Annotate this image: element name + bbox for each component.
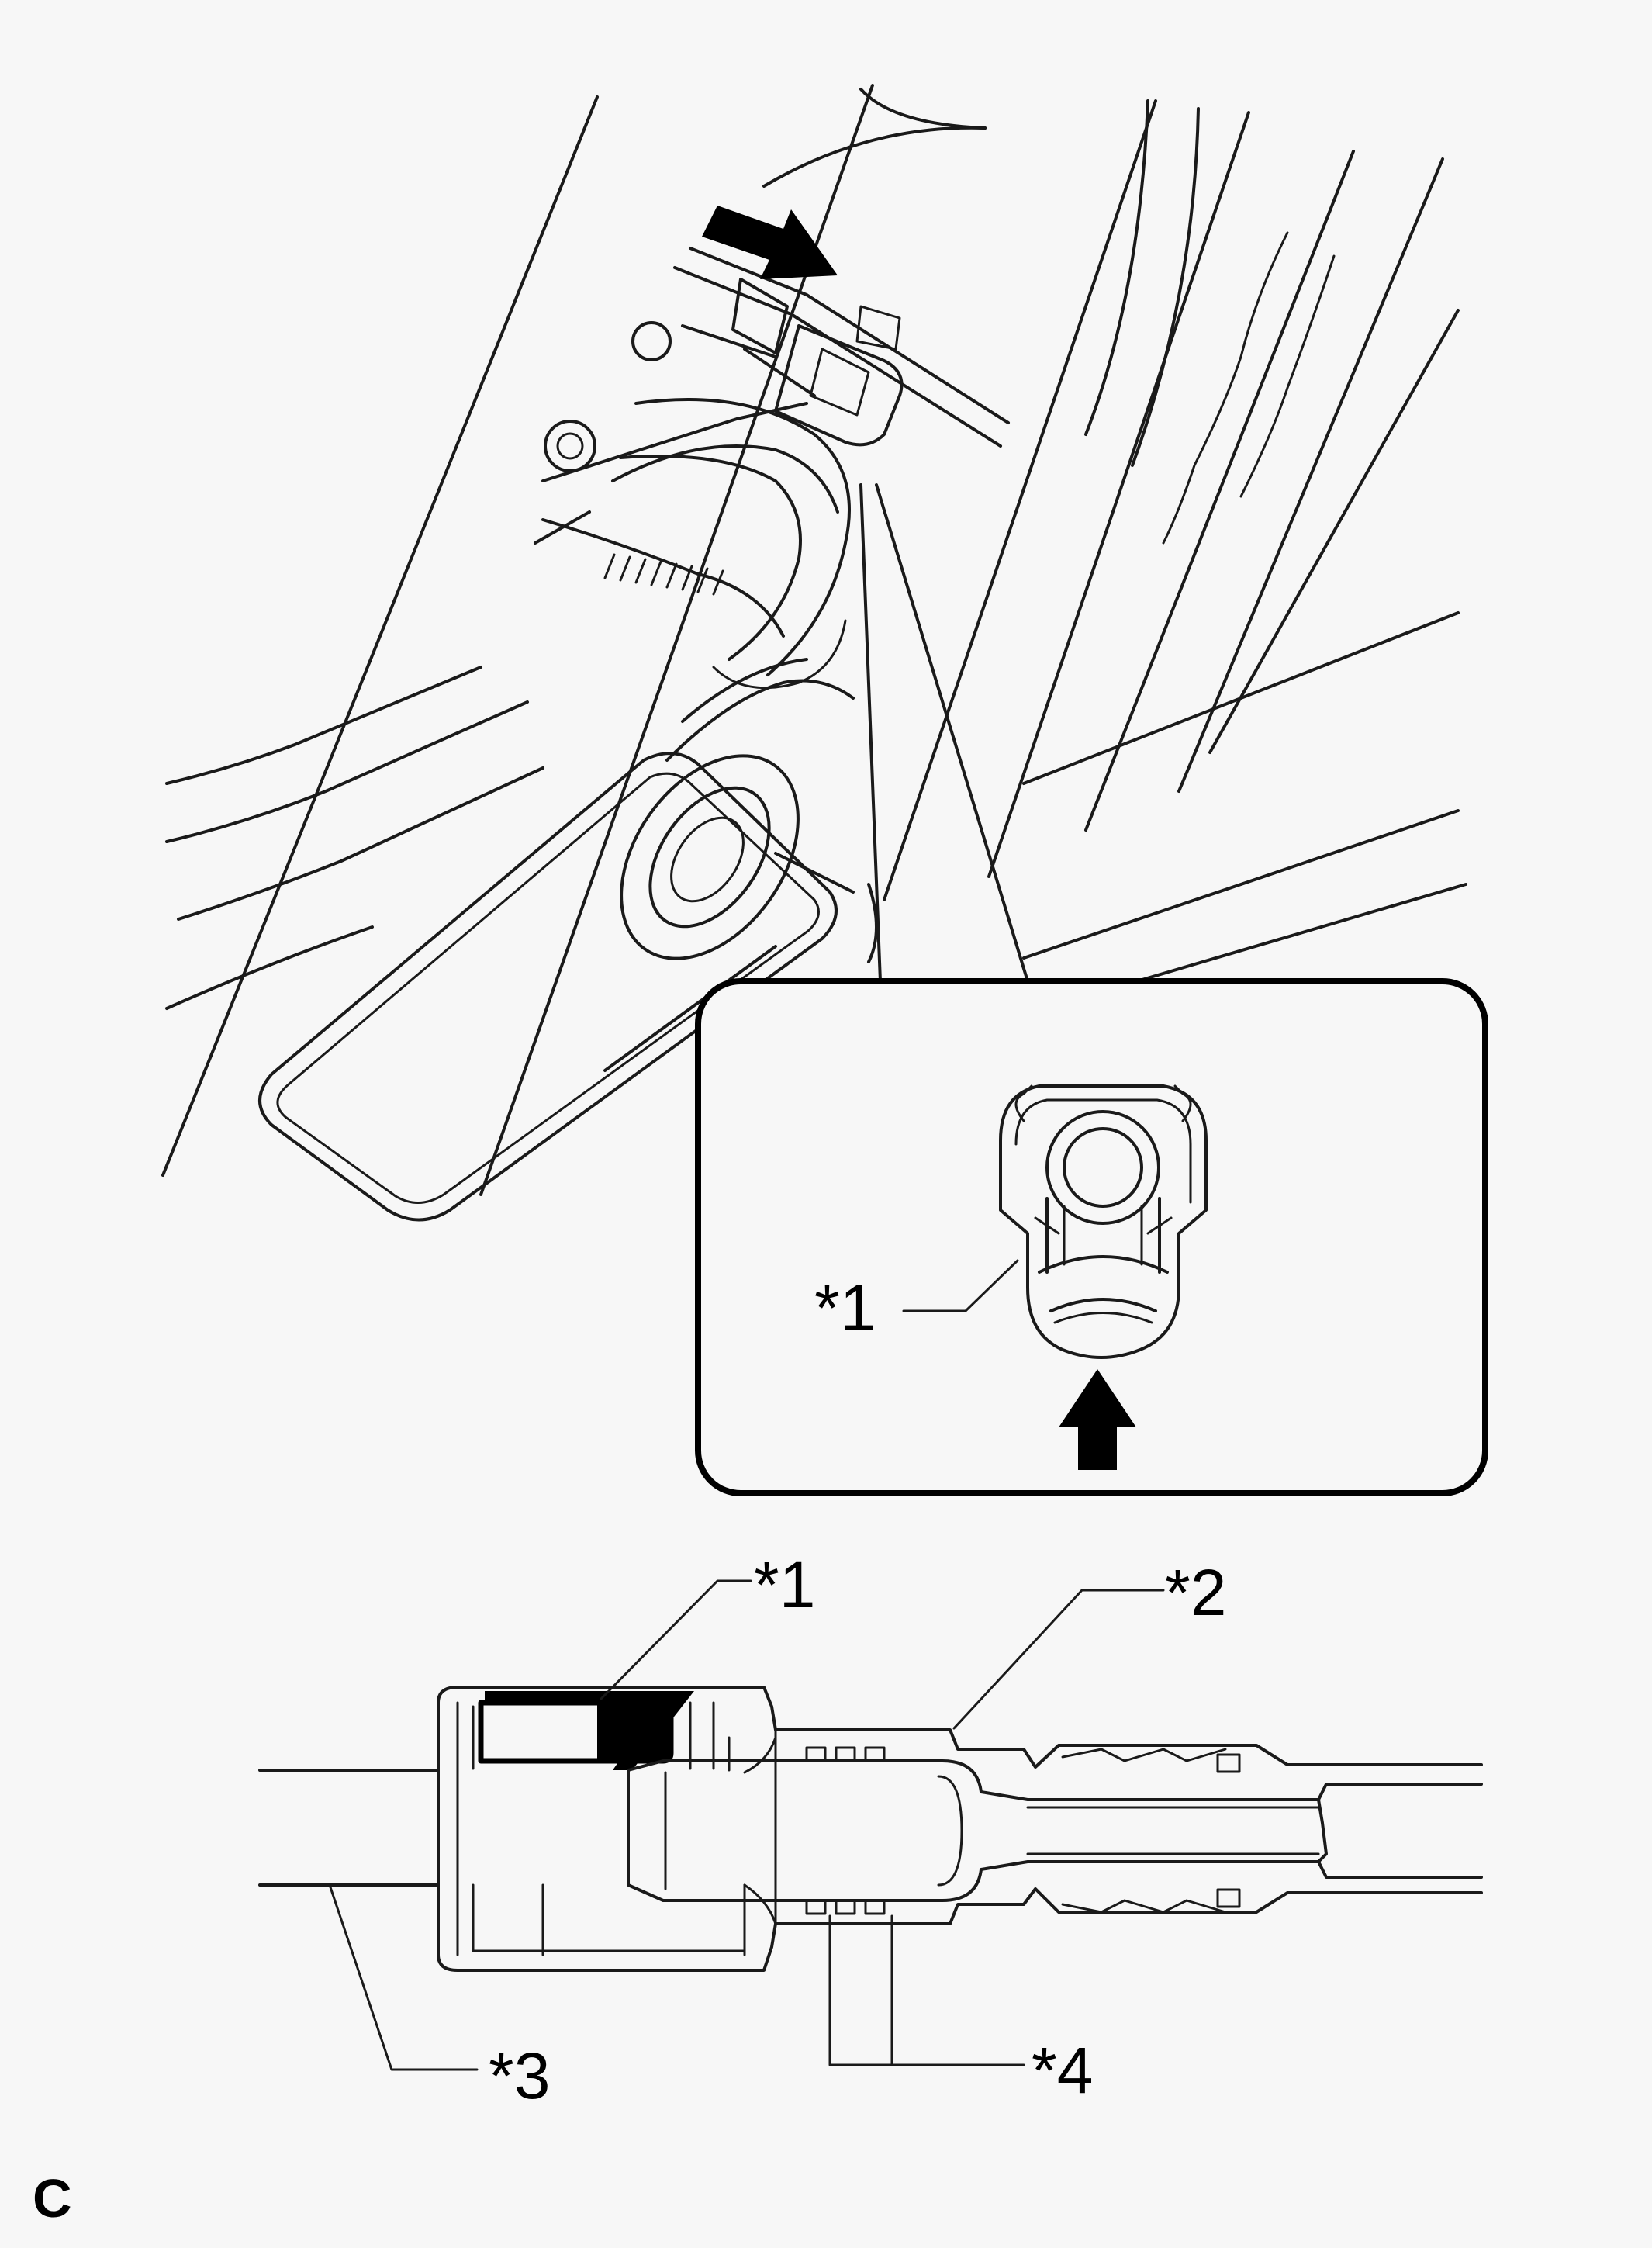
connector-cross-section bbox=[258, 1686, 1483, 1972]
section-tube-callout: *3 bbox=[489, 2039, 550, 2112]
figure-code: C bbox=[33, 2168, 72, 2229]
push-arrow-icon bbox=[702, 206, 838, 279]
section-clip-callout: *1 bbox=[754, 1548, 815, 1621]
clip-end-view bbox=[999, 1084, 1208, 1359]
section-leaders bbox=[328, 1579, 1165, 2071]
inset-detail-box: *1 bbox=[695, 978, 1488, 1496]
section-pipe-callout: *2 bbox=[1165, 1556, 1226, 1629]
section-rings-callout: *4 bbox=[1032, 2034, 1093, 2107]
inset-leader bbox=[859, 483, 1029, 983]
engine-bay-illustration bbox=[161, 84, 1467, 1222]
inset-clip-callout: *1 bbox=[814, 1271, 876, 1344]
up-arrow-icon bbox=[1059, 1369, 1136, 1470]
